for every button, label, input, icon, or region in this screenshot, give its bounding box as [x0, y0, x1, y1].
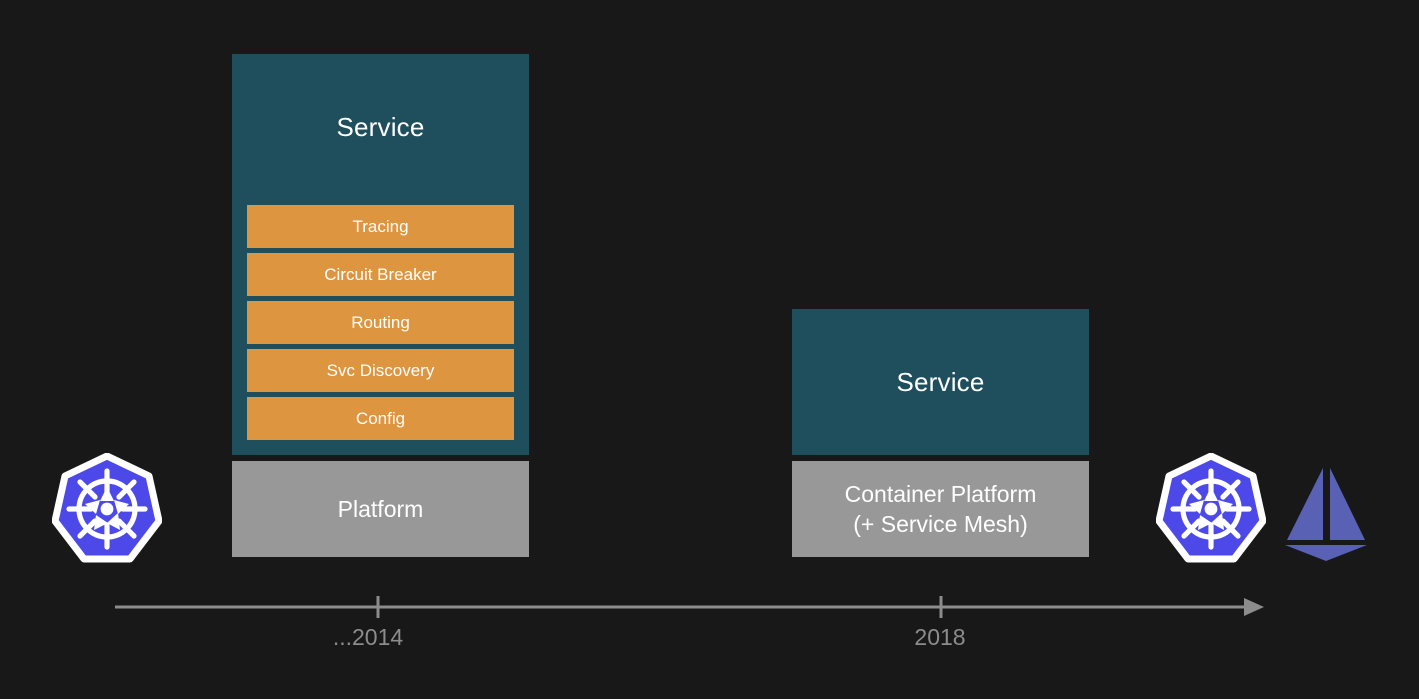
- capability-svc-discovery-label: Svc Discovery: [326, 360, 435, 380]
- kubernetes-icon-right: [1155, 452, 1267, 565]
- service-box-2014-title: Service: [336, 112, 425, 142]
- capability-circuit-breaker-label: Circuit Breaker: [324, 264, 437, 284]
- service-box-2018: Service: [792, 309, 1089, 455]
- capability-svc-discovery[interactable]: Svc Discovery: [247, 349, 514, 392]
- era-2018-stack: Service Container Platform (+ Service Me…: [792, 309, 1089, 557]
- platform-box-2014: Platform: [232, 461, 529, 557]
- capability-circuit-breaker[interactable]: Circuit Breaker: [247, 253, 514, 296]
- timeline-axis: [0, 588, 1419, 658]
- timeline-arrowhead: [1244, 598, 1264, 616]
- timeline-tick-label-2014: ...2014: [332, 624, 404, 650]
- timeline-tick-label-2018: 2018: [914, 624, 966, 650]
- capability-config[interactable]: Config: [247, 397, 514, 440]
- platform-box-2018-label: Container Platform (+ Service Mesh): [844, 480, 1037, 537]
- platform-box-2014-label: Platform: [337, 495, 424, 522]
- capability-config-label: Config: [355, 408, 406, 428]
- service-box-2018-title: Service: [896, 366, 985, 397]
- capability-routing-label: Routing: [351, 312, 410, 332]
- capability-tracing-label: Tracing: [352, 216, 409, 236]
- capability-routing[interactable]: Routing: [247, 301, 514, 344]
- platform-box-2018: Container Platform (+ Service Mesh): [792, 461, 1089, 557]
- kubernetes-icon-left: [51, 452, 163, 565]
- capability-tracing[interactable]: Tracing: [247, 205, 514, 248]
- istio-sailboat-icon: [1283, 466, 1369, 562]
- capability-list-2014: Tracing Circuit Breaker Routing Svc Disc…: [247, 205, 514, 440]
- era-2014-stack: Service Tracing Circuit Breaker Routing …: [232, 54, 529, 557]
